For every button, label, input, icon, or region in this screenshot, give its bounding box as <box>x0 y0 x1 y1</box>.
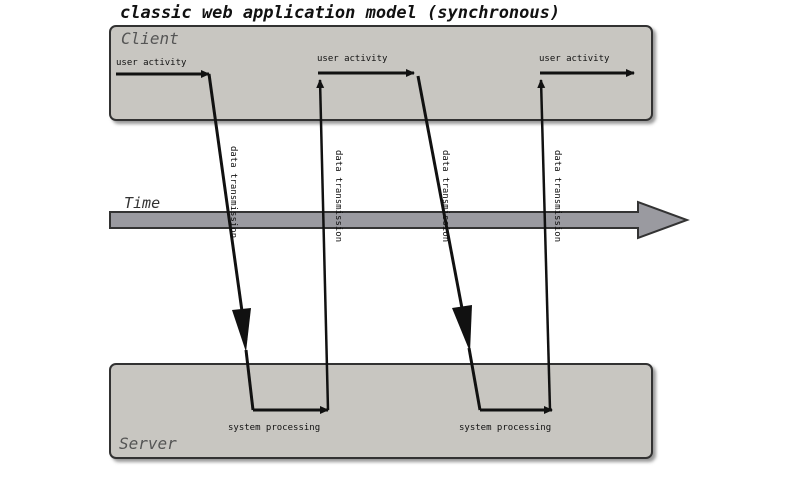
server-label: Server <box>119 434 177 453</box>
time-arrow <box>109 200 690 240</box>
time-label: Time <box>124 194 160 212</box>
transmission-up-1 <box>316 79 330 411</box>
transmission-label-up-2: data transmission <box>552 150 562 242</box>
transmission-label-down-1: data transmission <box>228 146 238 238</box>
system-processing-label-1: system processing <box>228 423 320 433</box>
user-activity-label-1: user activity <box>116 58 187 68</box>
transmission-label-up-1: data transmission <box>333 150 343 242</box>
server-panel <box>109 363 653 459</box>
transmission-up-2 <box>537 79 552 411</box>
transmission-down-1 <box>207 73 255 411</box>
diagram-title: classic web application model (synchrono… <box>120 3 560 23</box>
client-label: Client <box>121 29 179 48</box>
user-activity-label-2: user activity <box>317 54 388 64</box>
transmission-down-2 <box>416 75 482 411</box>
system-processing-label-2: system processing <box>459 423 551 433</box>
transmission-label-down-2: data transmission <box>440 150 450 242</box>
user-activity-label-3: user activity <box>539 54 610 64</box>
